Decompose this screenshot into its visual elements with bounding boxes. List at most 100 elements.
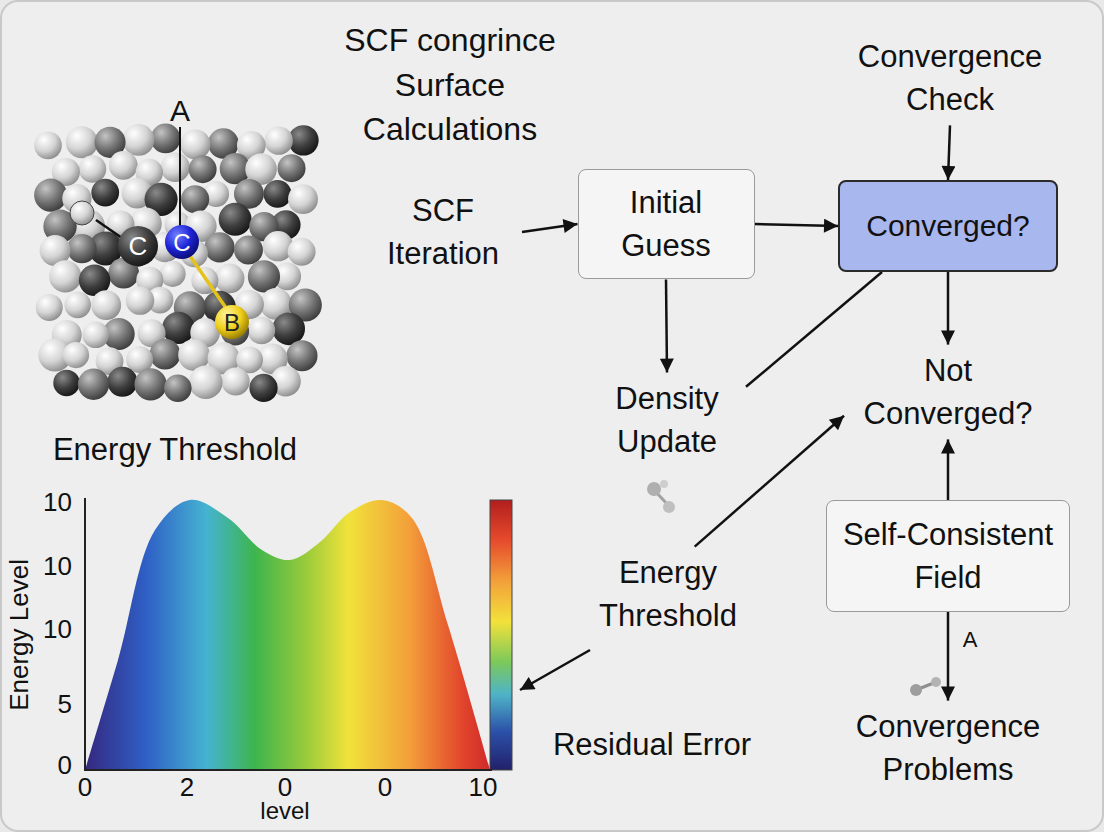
atom-sphere — [34, 132, 62, 160]
atom-sphere — [164, 375, 192, 403]
flow-arrow — [746, 272, 882, 387]
atom-sphere — [53, 370, 79, 396]
atom-sphere — [278, 154, 306, 182]
flow-text: Energy Threshold — [579, 547, 757, 642]
atom-sphere — [165, 225, 199, 259]
flow-text: Not Converged? — [844, 345, 1052, 440]
flow-text: SCF Iteration — [364, 185, 522, 280]
atom-sphere — [67, 234, 96, 263]
atom-sphere — [288, 184, 318, 214]
node-text: Self-Consistent Field — [838, 513, 1058, 600]
atom-sphere — [91, 290, 121, 320]
atom-sphere — [248, 317, 276, 345]
atom-sphere — [181, 185, 209, 213]
atom-sphere — [64, 292, 91, 319]
atom-sphere — [264, 180, 292, 208]
flow-text: Convergence Problems — [839, 701, 1057, 796]
atom-sphere — [118, 226, 158, 266]
atom-sphere — [109, 151, 138, 180]
atom-sphere — [123, 124, 155, 156]
atom-sphere — [36, 294, 63, 321]
diagram-title: SCF congrince Surface Calculations — [310, 18, 590, 152]
flow-arrow — [522, 224, 578, 232]
atom-sphere — [66, 126, 98, 158]
icon-atom — [647, 482, 661, 496]
text-label: 0 — [378, 773, 392, 803]
text-label: 10 — [43, 615, 72, 645]
flow-arrow — [947, 612, 950, 701]
text-label: A — [170, 94, 190, 129]
label-leader — [179, 127, 181, 226]
atom-sphere — [204, 232, 234, 262]
molecule-icon — [910, 677, 941, 696]
atom-sphere — [249, 374, 277, 402]
text-label: 10 — [43, 552, 72, 582]
atom-sphere — [288, 238, 316, 266]
text-label: A — [963, 627, 978, 652]
atom-sphere — [107, 367, 137, 397]
molecule-icon — [647, 480, 675, 513]
atom-sphere — [248, 260, 280, 292]
atom-sphere — [180, 129, 210, 159]
bond-line — [190, 256, 226, 308]
leader-arrow — [520, 650, 590, 690]
flow-arrow — [947, 439, 950, 500]
atom-sphere — [189, 365, 223, 399]
atom-sphere — [160, 261, 186, 287]
text-label: C — [129, 232, 148, 262]
flow-arrow — [755, 224, 839, 226]
node-text: Convergence Check — [845, 35, 1055, 122]
node-text: Density Update — [592, 377, 742, 464]
atom-sphere — [70, 201, 94, 225]
x-axis — [84, 769, 492, 771]
atom-sphere — [215, 305, 249, 339]
atom-sphere — [222, 367, 250, 395]
process-box: Self-Consistent Field — [826, 500, 1070, 612]
atom-sphere — [91, 179, 119, 207]
node-text: Convergence Problems — [843, 705, 1053, 792]
node-text: Initial Guess — [591, 181, 741, 268]
atom-sphere — [134, 368, 166, 400]
text-label: B — [224, 309, 240, 337]
text-label: 0 — [58, 751, 72, 781]
icon-atom — [663, 501, 675, 513]
flow-arrow — [947, 272, 950, 345]
atom-sphere — [78, 369, 109, 400]
icon-atom — [931, 677, 941, 687]
atom-sphere — [265, 126, 293, 154]
atom-cluster — [34, 124, 322, 403]
flow-arrow — [695, 416, 844, 547]
atom-sphere — [79, 155, 107, 183]
atom-sphere — [161, 153, 190, 182]
atom-sphere — [286, 340, 317, 371]
text-label: level — [260, 797, 309, 825]
process-box: Initial Guess — [578, 169, 755, 280]
text-label: 10 — [469, 773, 498, 803]
atom-sphere — [219, 203, 252, 236]
icon-atom — [660, 480, 668, 488]
text-label: 2 — [180, 773, 194, 803]
atom-sphere — [272, 313, 305, 346]
node-text: SCF Iteration — [368, 189, 518, 276]
text-label: Residual Error — [553, 727, 751, 763]
atom-sphere — [34, 179, 67, 212]
decision-box: Converged? — [838, 180, 1058, 272]
text-label: C — [173, 229, 190, 257]
bond-line — [96, 220, 122, 238]
flow-arrow — [666, 279, 667, 372]
text-label: 5 — [58, 690, 72, 720]
y-axis — [84, 498, 86, 771]
atom-sphere — [63, 342, 89, 368]
text-label: Energy Level — [5, 559, 35, 711]
atom-sphere — [189, 155, 217, 183]
node-text: Converged? — [866, 205, 1029, 247]
flow-text: Convergence Check — [841, 31, 1059, 126]
text-label: Energy Threshold — [53, 432, 297, 468]
atom-sphere — [126, 286, 155, 315]
flow-text: Density Update — [588, 373, 746, 468]
flow-arrow — [948, 125, 950, 180]
node-text: Energy Threshold — [583, 551, 753, 638]
icon-atom — [910, 684, 922, 696]
atom-sphere — [215, 264, 245, 294]
